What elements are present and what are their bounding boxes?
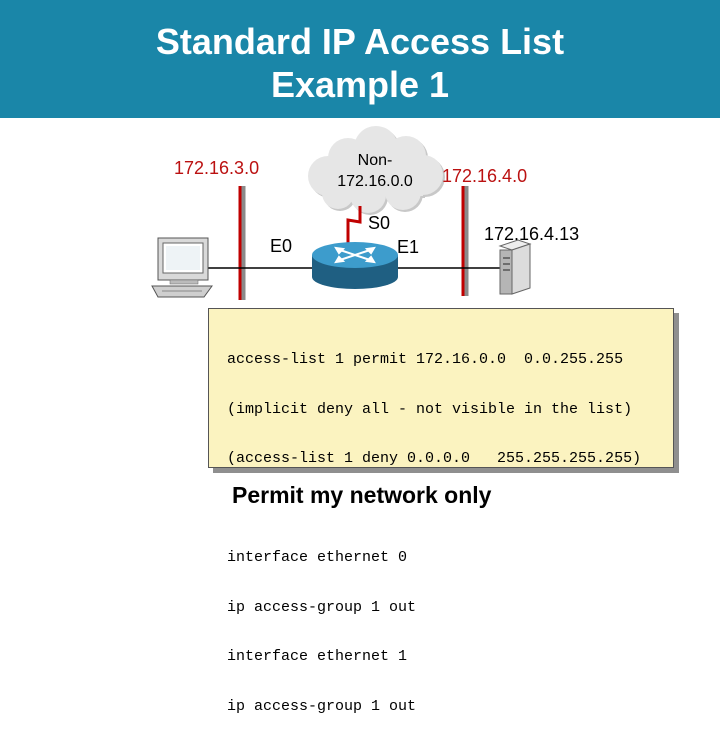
right-network-label: 172.16.4.0 [442, 166, 528, 186]
interface-s0-label: S0 [368, 213, 391, 233]
title-line-2: Example 1 [270, 64, 450, 105]
cloud-label-line-1: Non- [357, 152, 393, 169]
access-group-line: ip access-group 1 out [227, 697, 417, 715]
title-line-1: Standard IP Access List [155, 21, 565, 62]
left-network-label: 172.16.3.0 [174, 158, 260, 178]
server-icon [498, 239, 532, 295]
title-banner [0, 0, 720, 118]
ethernet-segment-right [461, 186, 469, 296]
cloud-label: Non- 172.16.0.0 [320, 150, 430, 192]
acl-implicit-deny-line: (access-list 1 deny 0.0.0.0 255.255.255.… [227, 450, 642, 467]
serial-link [346, 206, 362, 244]
interface-e1-label: E1 [397, 237, 420, 257]
cloud-label-line-2: 172.16.0.0 [337, 173, 413, 190]
network-diagram [151, 126, 532, 300]
config-text: access-list 1 permit 172.16.0.0 0.0.255.… [227, 319, 641, 748]
cloud-icon [308, 126, 445, 215]
workstation-icon [151, 237, 213, 298]
slide-caption: Permit my network only [232, 482, 492, 508]
interface-e0-label: E0 [270, 236, 293, 256]
acl-implicit-deny-note: (implicit deny all - not visible in the … [227, 400, 633, 418]
interface-line: interface ethernet 0 [227, 549, 408, 566]
config-box: access-list 1 permit 172.16.0.0 0.0.255.… [208, 308, 674, 714]
access-group-line: ip access-group 1 out [227, 598, 417, 616]
slide-title: Standard IP Access List Example 1 [0, 20, 720, 106]
router-icon [312, 242, 398, 289]
acl-line: access-list 1 permit 172.16.0.0 0.0.255.… [227, 351, 624, 368]
host-address-label: 172.16.4.13 [484, 224, 580, 244]
ethernet-segment-left [238, 186, 246, 300]
interface-line: interface ethernet 1 [227, 648, 408, 665]
